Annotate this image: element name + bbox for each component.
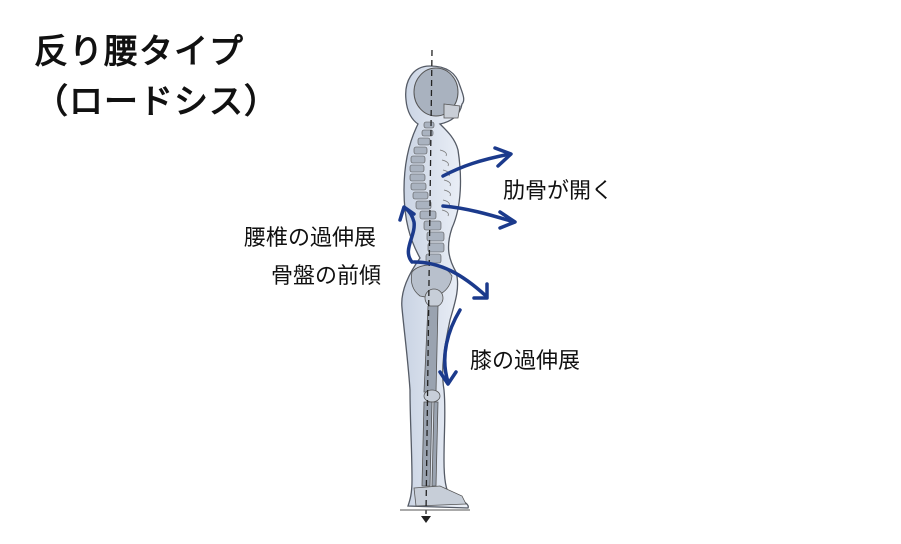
label-lumbar-hyperextension: 腰椎の過伸展 (244, 226, 377, 251)
title-line-2: （ロードシス） (34, 82, 279, 122)
rib-lower-arrow (441, 204, 516, 224)
label-ribs-open: 肋骨が開く (503, 179, 614, 204)
label-knee-hyperextension: 膝の過伸展 (470, 349, 581, 374)
label-pelvis-anterior-tilt: 骨盤の前傾 (271, 264, 382, 289)
rib-upper-arrow (441, 152, 512, 178)
pelvis-legs-bones (410, 264, 467, 507)
spine (409, 121, 445, 264)
pelvis-arrow (412, 260, 488, 298)
skull (413, 67, 461, 119)
plumb-line (400, 49, 470, 523)
title-line-1: 反り腰タイプ (34, 32, 244, 72)
knee-arrow (443, 308, 462, 384)
arrows (398, 146, 517, 386)
